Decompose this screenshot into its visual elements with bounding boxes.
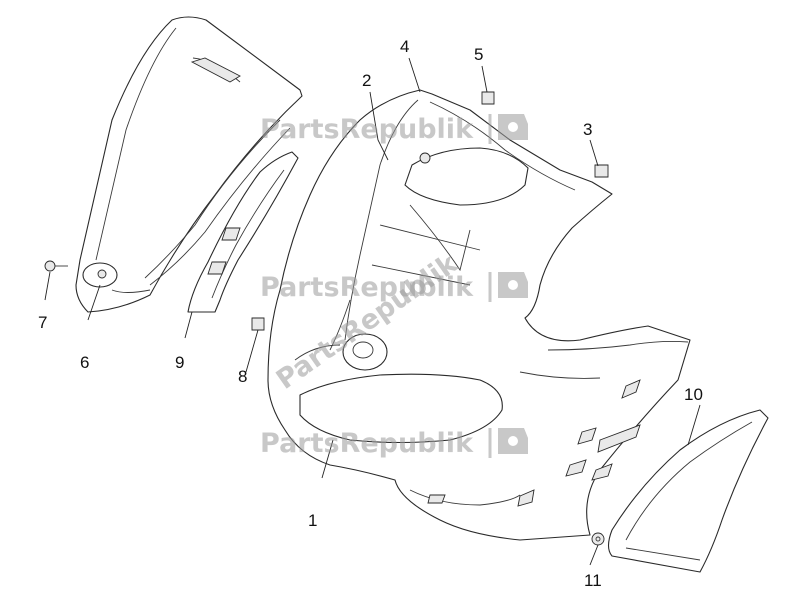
watermark-1: PartsRepublik — [260, 114, 528, 145]
callout-11: 11 — [584, 571, 602, 590]
callout-6: 6 — [80, 353, 89, 372]
watermark-text: PartsRepublik — [260, 272, 474, 303]
callout-7: 7 — [38, 313, 47, 332]
part-5-clip[interactable] — [481, 91, 495, 105]
watermark-text: PartsRepublik — [260, 428, 474, 459]
callout-8: 8 — [238, 367, 247, 386]
watermark-3: PartsRepublik — [260, 428, 528, 459]
part-3-clip[interactable] — [594, 164, 609, 178]
watermark-text: PartsRepublik — [260, 114, 474, 145]
part-8-clip[interactable] — [251, 317, 265, 331]
part-11-nut[interactable] — [591, 532, 605, 546]
part-9-trim-panel[interactable] — [187, 151, 299, 313]
callout-labels: 1 2 3 4 5 6 7 8 9 10 11 — [38, 37, 703, 590]
callout-2: 2 — [362, 71, 371, 90]
callout-3: 3 — [583, 120, 592, 139]
callout-1: 1 — [308, 511, 317, 530]
leader-lines — [44, 57, 701, 566]
part-6-front-cover[interactable] — [75, 16, 303, 313]
part-7-screw[interactable] — [44, 260, 68, 272]
callout-4: 4 — [400, 37, 409, 56]
callout-9: 9 — [175, 353, 184, 372]
callout-10: 10 — [684, 385, 703, 404]
part-1-front-shield[interactable] — [267, 89, 691, 541]
callout-5: 5 — [474, 45, 483, 64]
watermark-2: PartsRepublik — [260, 272, 528, 303]
